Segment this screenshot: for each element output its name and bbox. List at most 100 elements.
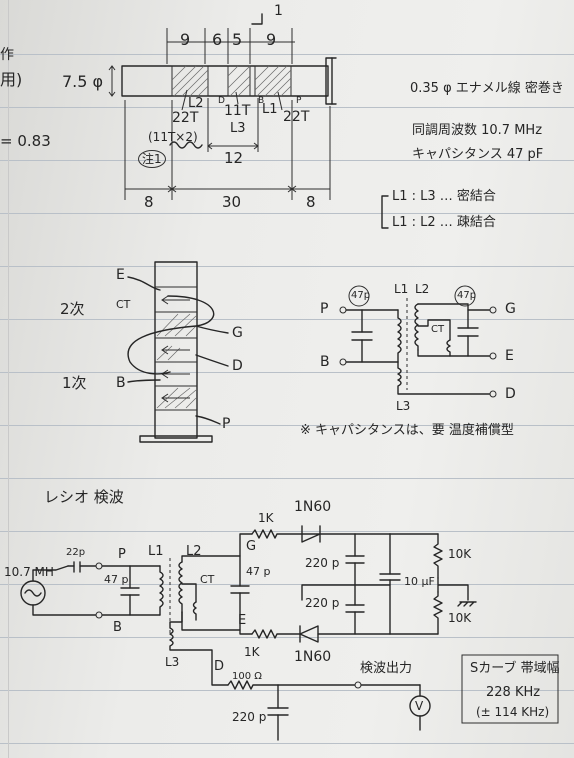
output-label: 検波出力: [360, 661, 413, 676]
ruled-line: [0, 372, 574, 373]
diameter-label: 7.5 φ: [62, 72, 104, 91]
ruled-line: [0, 160, 574, 161]
margin-note: 用): [0, 70, 23, 89]
coupling-bracket: [381, 195, 389, 229]
elec-cap-label: 10 μF: [404, 575, 435, 588]
l1-turns-label: 22T: [283, 109, 310, 125]
ruled-line: [0, 690, 574, 691]
source-label: 10.7 MH: [4, 565, 54, 579]
b-label: B: [116, 375, 126, 391]
cap-label: 220 p: [305, 556, 340, 570]
cap-label: 47 p: [246, 565, 271, 578]
ct-label: CT: [116, 298, 131, 311]
winding-cross-section: [127, 261, 229, 443]
g-terminal-label: G: [505, 301, 516, 317]
ruled-line: [0, 266, 574, 267]
cap-label: 220 p: [232, 710, 267, 724]
l3-label: L3: [396, 399, 411, 413]
b-label: B: [113, 620, 122, 635]
primary-label: 1次: [62, 374, 87, 392]
l3-turns-label: 11T: [224, 103, 251, 119]
ruled-line: [0, 319, 574, 320]
ratio-detector-schematic: [20, 525, 559, 741]
wire-spec: 0.35 φ エナメル線 密巻き: [410, 81, 564, 96]
ruled-line: [0, 637, 574, 638]
winding-start-mark: 注1: [138, 150, 166, 168]
dim-label: 9: [180, 30, 191, 49]
resistor-label: 1K: [258, 511, 274, 525]
d-label: D: [232, 358, 243, 374]
bandwidth-title: Sカーブ 帯域幅: [470, 661, 560, 676]
g-label: G: [232, 325, 243, 341]
ruled-line: [0, 531, 574, 532]
section-title: レシオ 検波: [44, 488, 124, 506]
marker-label: 1: [274, 3, 283, 19]
p-terminal-label: P: [320, 301, 329, 317]
dim-label: 8: [144, 193, 154, 211]
ruled-line: [0, 213, 574, 214]
cap-label: 22p: [66, 547, 86, 558]
margin-line: [8, 0, 9, 758]
ruled-line: [0, 743, 574, 744]
capacitor-note: ※ キャパシタンスは、要 温度補償型: [300, 423, 514, 438]
resistor-label: 1K: [244, 645, 260, 659]
l2-label: L2: [415, 282, 430, 296]
ruled-line: [0, 425, 574, 426]
secondary-label: 2次: [60, 300, 85, 318]
l3-note: (11T×2): [148, 130, 198, 144]
l3-label: L3: [165, 655, 180, 669]
capacitance-spec: キャパシタンス 47 pF: [412, 147, 544, 162]
dim-label: 9: [266, 30, 277, 49]
l1-label: L1: [262, 102, 278, 117]
coupling-spec: L1 : L3 … 密結合: [392, 189, 496, 204]
e-label: E: [238, 613, 247, 628]
p-label: P: [118, 547, 126, 562]
ruled-line: [0, 107, 574, 108]
cap-label: 47p: [351, 290, 371, 301]
margin-note: = 0.83: [0, 132, 51, 150]
diode-label: 1N60: [294, 649, 332, 665]
l2-turns-label: 22T: [172, 110, 199, 126]
l1-label: L1: [394, 282, 409, 296]
p-label: P: [296, 96, 302, 106]
b-label: B: [258, 96, 265, 106]
ct-label: CT: [200, 573, 215, 586]
cap-label: 220 p: [305, 596, 340, 610]
l3-label: L3: [230, 121, 246, 136]
l2-label: L2: [186, 544, 202, 559]
coil-former-drawing: [108, 13, 337, 200]
dim-label: 30: [222, 193, 242, 211]
b-terminal-label: B: [320, 354, 330, 370]
bandwidth-tolerance: (± 114 KHz): [476, 705, 550, 719]
meter-label: V: [415, 699, 424, 713]
l2-label: L2: [188, 96, 204, 111]
g-label: G: [246, 539, 257, 554]
d-label: D: [218, 96, 225, 106]
p-label: P: [222, 416, 231, 432]
d-label: D: [214, 659, 225, 674]
l1-label: L1: [148, 544, 164, 559]
dim-label: 12: [224, 149, 244, 167]
ct-label: CT: [431, 324, 445, 335]
cap-label: 47p: [457, 290, 477, 301]
cap-label: 47 p: [104, 573, 129, 586]
margin-note: 作: [0, 47, 14, 63]
frequency-spec: 同調周波数 10.7 MHz: [412, 123, 543, 138]
e-terminal-label: E: [505, 348, 514, 364]
resistor-label: 100 Ω: [232, 671, 262, 682]
ift-schematic: [339, 285, 497, 398]
ruled-line: [0, 54, 574, 55]
dim-label: 5: [232, 30, 243, 49]
diode-label: 1N60: [294, 499, 332, 515]
ruled-line: [0, 478, 574, 479]
ruled-line: [0, 584, 574, 585]
bandwidth-value: 228 KHz: [486, 685, 541, 700]
e-label: E: [116, 267, 125, 283]
d-terminal-label: D: [505, 386, 516, 402]
coupling-spec: L1 : L2 … 疎結合: [392, 215, 496, 230]
resistor-label: 10K: [448, 611, 472, 625]
resistor-label: 10K: [448, 547, 472, 561]
dim-label: 8: [306, 193, 316, 211]
